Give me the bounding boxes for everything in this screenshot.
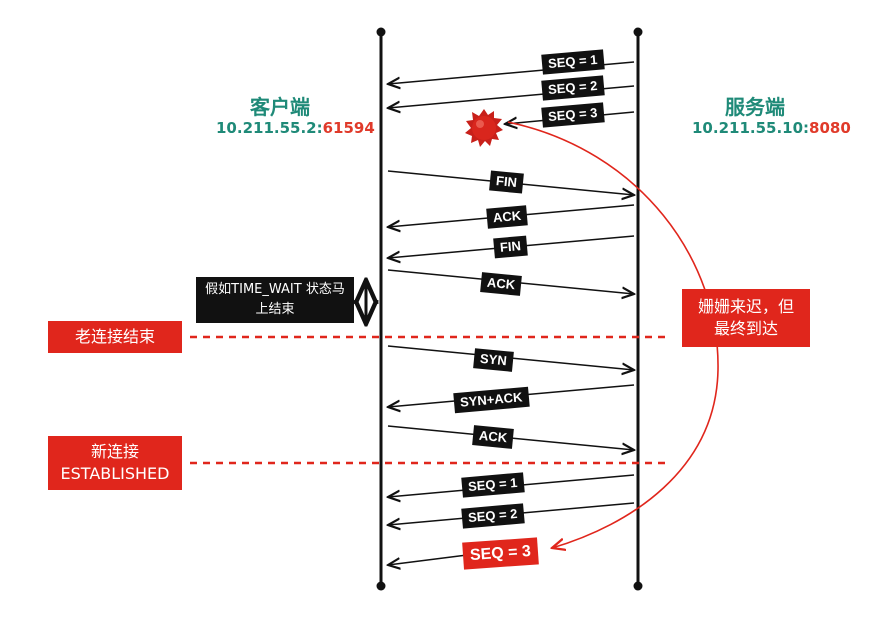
time-wait-note-line1: 假如TIME_WAIT 状态马	[205, 282, 345, 297]
label-ack3: ACK	[472, 425, 515, 449]
late-arrival-line2: 最终到达	[713, 319, 778, 338]
client-lifeline-top-dot	[376, 27, 386, 37]
label-syn: SYN	[473, 348, 514, 372]
label-fin2: FIN	[493, 235, 528, 259]
arrow-late-seq3	[388, 554, 468, 565]
label-late-seq3: SEQ = 3	[462, 537, 539, 570]
old-conn-end-label: 老连接结束	[48, 321, 182, 353]
client-address: 10.211.55.2:61594	[216, 119, 375, 137]
time-wait-note-line2: 上结束	[255, 302, 295, 317]
new-conn-label: 新连接 ESTABLISHED	[48, 436, 182, 490]
server-lifeline-bottom-dot	[633, 581, 643, 591]
label-fin1: FIN	[489, 170, 524, 194]
client-title: 客户端	[250, 95, 310, 119]
label-ack1: ACK	[486, 205, 528, 229]
client-ip: 10.211.55.2:	[216, 119, 323, 137]
client-port: 61594	[322, 119, 375, 137]
server-ip: 10.211.55.10:	[692, 119, 810, 137]
late-arrival-line1: 姗姗来迟，但	[697, 297, 794, 316]
lost-packet-splat-icon	[465, 109, 503, 147]
new-conn-line1: 新连接	[90, 442, 139, 461]
server-title: 服务端	[725, 95, 785, 119]
time-wait-note: 假如TIME_WAIT 状态马 上结束	[196, 277, 354, 323]
client-lifeline-bottom-dot	[376, 581, 386, 591]
late-arrival-note: 姗姗来迟，但 最终到达	[682, 289, 810, 347]
delayed-packet-path	[507, 121, 719, 548]
label-ack2: ACK	[480, 272, 523, 296]
old-conn-end-text: 老连接结束	[74, 327, 155, 346]
new-conn-line2: ESTABLISHED	[60, 464, 170, 483]
server-lifeline-top-dot	[633, 27, 643, 37]
server-port: 8080	[809, 119, 851, 137]
server-address: 10.211.55.10:8080	[692, 119, 851, 137]
